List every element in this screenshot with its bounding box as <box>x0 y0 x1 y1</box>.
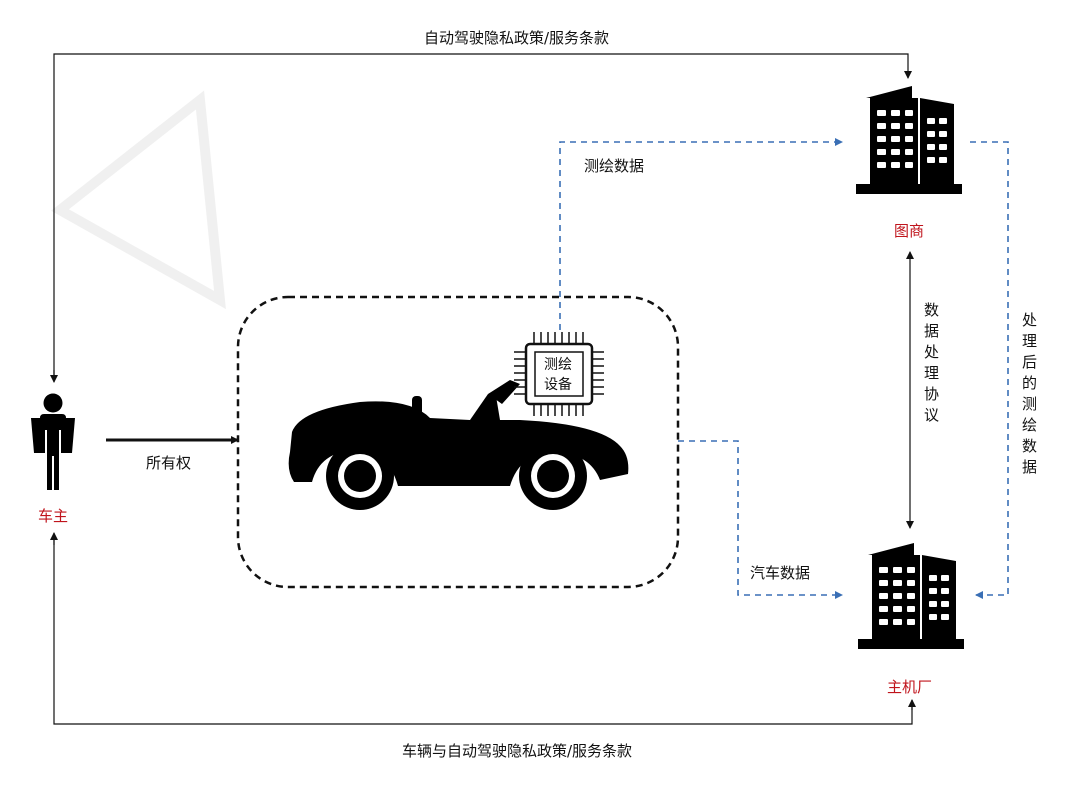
vehicle-boundary <box>236 295 680 589</box>
processed-data-flow <box>970 141 1009 599</box>
device-label-line2: 设备 <box>544 377 572 393</box>
mapping-data-label: 测绘数据 <box>584 157 645 175</box>
chip-icon <box>514 332 604 416</box>
vehicle-data-flow <box>678 440 843 599</box>
map-provider-label: 图商 <box>894 222 925 240</box>
bottom-agreement-label: 车辆与自动驾驶隐私政策/服务条款 <box>402 742 633 760</box>
data-processing-agreement-label: 数据处理协议 <box>922 302 940 428</box>
bottom-agreement-line <box>53 535 913 725</box>
person-icon <box>31 393 75 490</box>
car-icon <box>288 380 629 510</box>
top-agreement-line <box>53 53 912 380</box>
top-agreement-label: 自动驾驶隐私政策/服务条款 <box>424 29 610 47</box>
ownership-label: 所有权 <box>146 454 192 472</box>
oem-label: 主机厂 <box>887 678 933 696</box>
owner-label: 车主 <box>38 507 69 525</box>
device-label-line1: 测绘 <box>544 357 572 373</box>
mapping-data-flow <box>559 138 843 330</box>
processed-mapping-data-label: 处理后的测绘数据 <box>1020 312 1038 480</box>
watermark <box>51 90 226 310</box>
building-icon-map-provider <box>856 86 962 194</box>
building-icon-oem <box>858 543 964 649</box>
vehicle-data-label: 汽车数据 <box>750 564 811 582</box>
